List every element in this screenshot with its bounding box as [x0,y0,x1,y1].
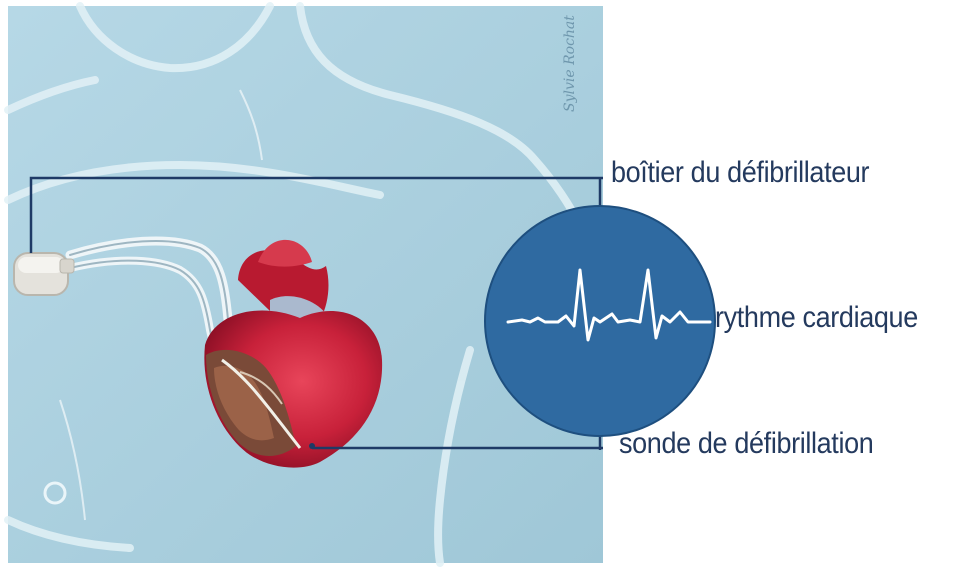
label-defibrillator-case: boîtier du défibrillateur [611,156,869,190]
label-defibrillation-lead: sonde de défibrillation [619,427,873,461]
ecg-monitor-icon [485,206,715,436]
label-heart-rhythm: rythme cardiaque [715,301,918,335]
artist-signature: Sylvie Rochat [562,15,578,112]
defibrillator-case-icon [14,253,74,295]
